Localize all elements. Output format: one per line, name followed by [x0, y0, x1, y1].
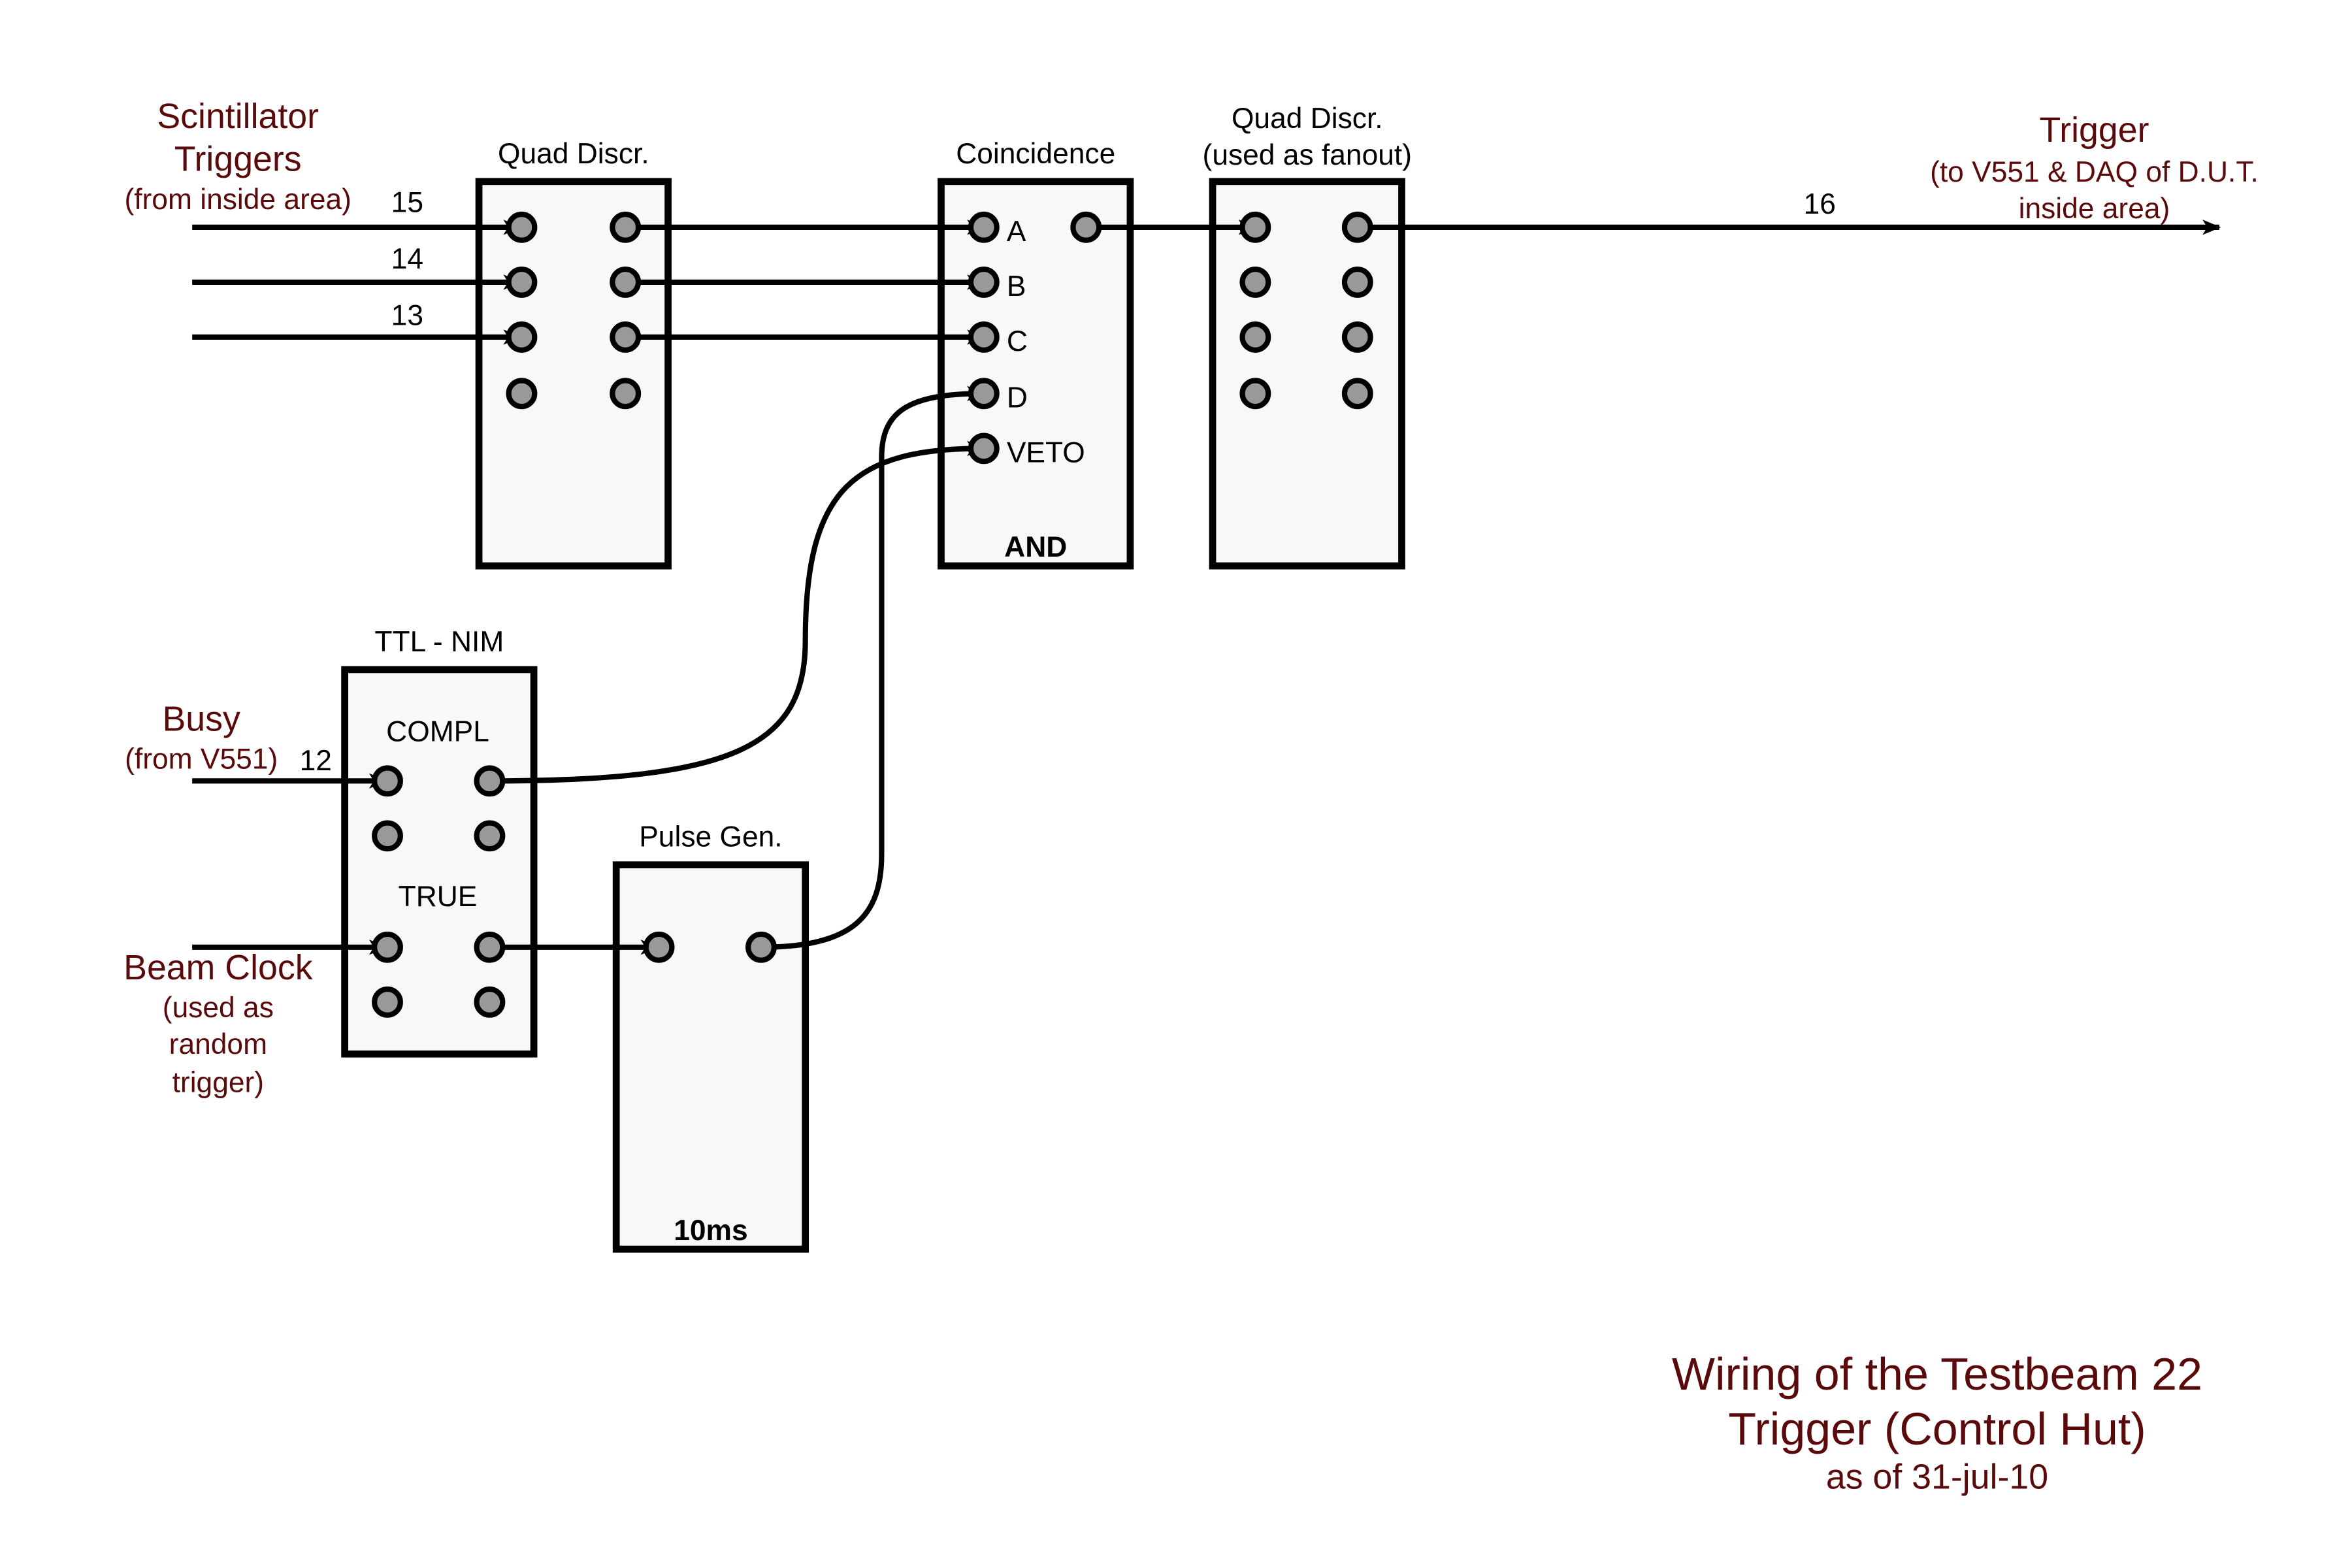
- coincidence-input-d: D: [1007, 382, 1028, 414]
- connector: [372, 820, 403, 852]
- connector: [610, 321, 642, 353]
- coincidence-connectors: [968, 211, 1102, 465]
- coincidence-module: [938, 178, 1134, 570]
- beam-clock-label-4: trigger): [172, 1067, 264, 1099]
- ttl-nim-module: [341, 666, 538, 1058]
- quad-discr-1-title: Quad Discr.: [498, 138, 649, 170]
- beam-clock-label-2: (used as: [163, 992, 274, 1024]
- wire-pulsegen-to-d: [760, 385, 986, 950]
- busy-label-1: Busy: [162, 699, 240, 738]
- connector: [506, 321, 538, 353]
- scintillator-label-2: Triggers: [174, 139, 302, 178]
- scintillator-label-1: Scintillator: [157, 97, 319, 136]
- quad-discr-module-1: [475, 178, 672, 570]
- cable-number-14: 14: [391, 243, 423, 275]
- connector: [1341, 266, 1373, 298]
- coincidence-input-c: C: [1007, 325, 1028, 357]
- connector: [1341, 321, 1373, 353]
- connector-d: [968, 378, 1000, 410]
- cable-number-12: 12: [300, 745, 332, 777]
- coincidence-input-b: B: [1007, 270, 1026, 302]
- connector: [745, 931, 777, 963]
- coincidence-input-a: A: [1007, 216, 1026, 248]
- pulse-gen-connectors: [643, 931, 777, 963]
- pulse-gen-module: [612, 861, 809, 1253]
- quad-discr-1-connectors: [506, 211, 642, 410]
- connector: [1341, 211, 1373, 243]
- connector: [372, 931, 403, 963]
- quad-discr-2-subtitle: (used as fanout): [1203, 139, 1412, 171]
- connector: [1239, 211, 1271, 243]
- connector-b: [968, 266, 1000, 298]
- connector: [1239, 266, 1271, 298]
- caption-line-1: Wiring of the Testbeam 22: [1672, 1348, 2202, 1399]
- trigger-out-label-2: (to V551 & DAQ of D.U.T.: [1930, 156, 2259, 188]
- ttl-compl-label: COMPL: [386, 716, 489, 748]
- coincidence-footer: AND: [1004, 531, 1067, 563]
- cable-number-16: 16: [1804, 188, 1836, 220]
- connector: [474, 986, 506, 1018]
- scintillator-label-3: (from inside area): [124, 184, 351, 216]
- caption-line-3: as of 31-jul-10: [1826, 1458, 2048, 1497]
- coincidence-title: Coincidence: [956, 138, 1115, 170]
- connector: [1341, 378, 1373, 410]
- connector: [474, 931, 506, 963]
- connector: [1239, 378, 1271, 410]
- pulse-gen-footer: 10ms: [674, 1215, 747, 1247]
- connector: [1239, 321, 1271, 353]
- connector: [610, 211, 642, 243]
- connector: [506, 378, 538, 410]
- cable-number-13: 13: [391, 299, 423, 331]
- ttl-true-label: TRUE: [399, 881, 478, 913]
- connector-a: [968, 211, 1000, 243]
- quad-discr-2-title: Quad Discr.: [1232, 103, 1383, 135]
- connector: [474, 765, 506, 797]
- trigger-out-label-3: inside area): [2019, 193, 2170, 225]
- quad-discr-module-2: [1209, 178, 1405, 570]
- connector: [474, 820, 506, 852]
- connector: [506, 211, 538, 243]
- connector: [372, 765, 403, 797]
- busy-label-2: (from V551): [125, 743, 278, 776]
- quad-discr-2-connectors: [1239, 211, 1373, 410]
- trigger-out-label-1: Trigger: [2039, 110, 2149, 150]
- connector: [643, 931, 675, 963]
- coincidence-input-veto: VETO: [1007, 436, 1085, 468]
- connector: [506, 266, 538, 298]
- connector: [372, 986, 403, 1018]
- ttl-nim-title: TTL - NIM: [374, 626, 504, 658]
- beam-clock-label-1: Beam Clock: [123, 948, 313, 987]
- cable-number-15: 15: [391, 187, 423, 219]
- connector: [610, 266, 642, 298]
- connector: [610, 378, 642, 410]
- connector-veto: [968, 433, 1000, 465]
- ttl-nim-connectors: [372, 765, 506, 1018]
- wire-compl-to-veto: [489, 440, 986, 784]
- connector-c: [968, 321, 1000, 353]
- connector-out: [1070, 211, 1102, 243]
- beam-clock-label-3: random: [169, 1028, 267, 1060]
- caption-line-2: Trigger (Control Hut): [1728, 1403, 2146, 1454]
- pulse-gen-title: Pulse Gen.: [639, 821, 782, 853]
